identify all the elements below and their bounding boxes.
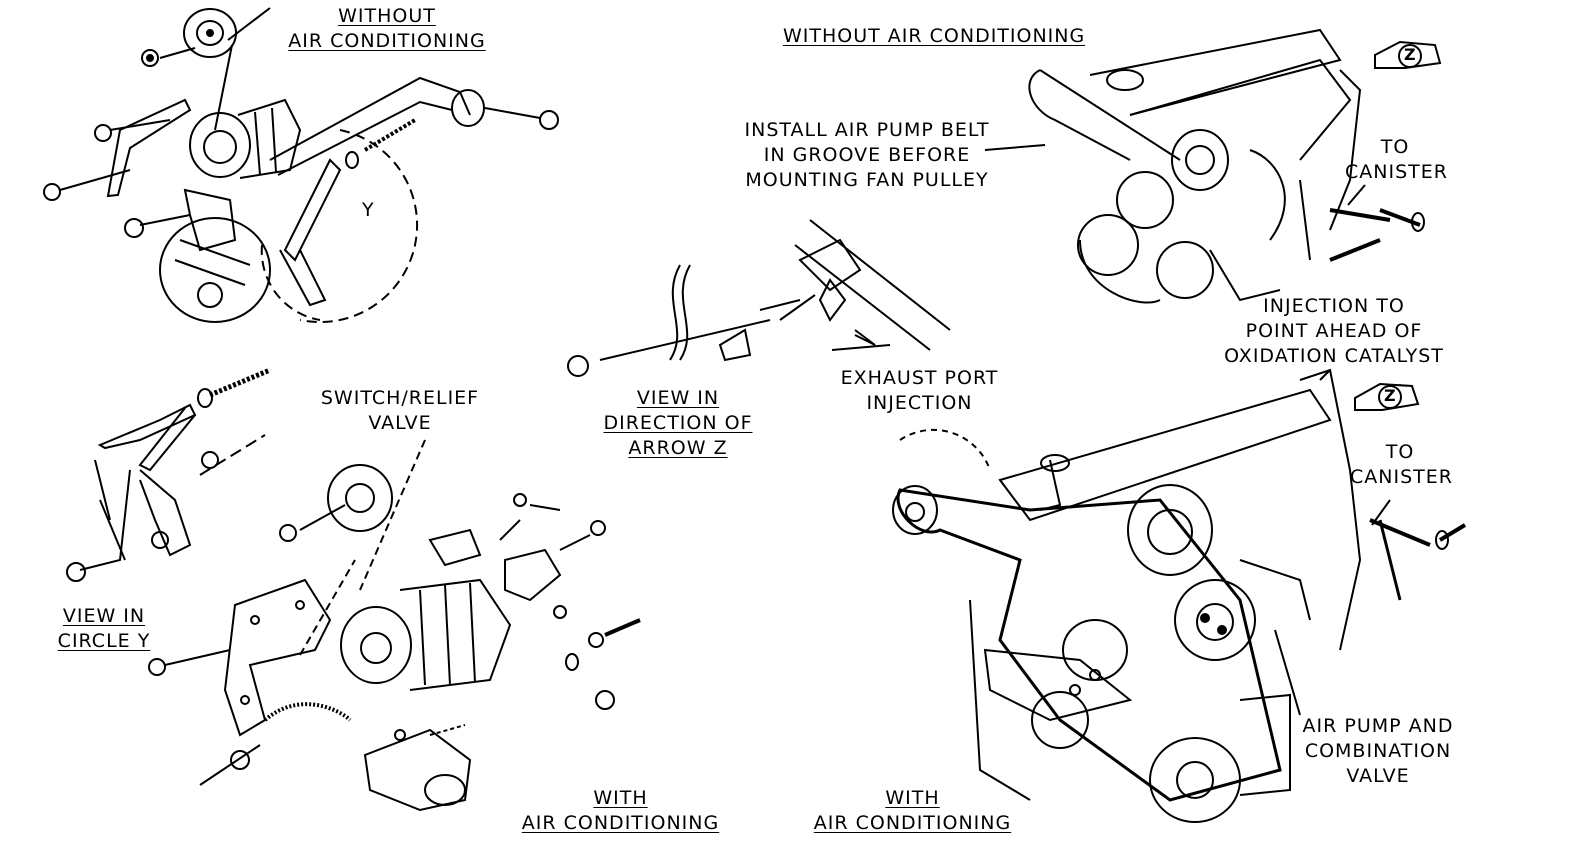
label-line: VIEW IN	[636, 387, 720, 409]
label-line: WITH	[885, 787, 940, 809]
label-line: WITHOUT	[338, 5, 436, 27]
air-pump-body	[189, 112, 251, 178]
with-ac-pump	[340, 606, 412, 684]
label-line: POINT AHEAD OF	[1245, 320, 1423, 342]
label-line: INSTALL AIR PUMP BELT	[744, 119, 990, 141]
label-switch-relief-valve: SWITCH/RELIEF VALVE	[315, 386, 485, 436]
air-pump-pulley-bottom	[1174, 579, 1256, 661]
top-right-engine	[1028, 28, 1442, 304]
pump-pulley-top-right	[1171, 129, 1229, 191]
crank-pulley	[1149, 737, 1241, 823]
arrow-z-bottom-letter: Z	[1384, 386, 1396, 405]
with-ac-pulley	[327, 464, 393, 532]
leader-lines	[854, 144, 1391, 716]
label-line: CANISTER	[1350, 466, 1453, 488]
label-line: ARROW Z	[628, 437, 728, 459]
circle-y-outline	[299, 129, 419, 324]
label-line: DIRECTION OF	[603, 412, 753, 434]
mounting-plate	[223, 578, 332, 737]
label-line: CANISTER	[1345, 161, 1448, 183]
arrow-z-bottom	[1354, 382, 1420, 411]
fan-pulley	[892, 485, 938, 535]
label-air-pump-combination-valve: AIR PUMP AND COMBINATION VALVE	[1290, 714, 1466, 789]
label-line: IN GROOVE BEFORE	[763, 144, 971, 166]
label-without-ac-top-right: WITHOUT AIR CONDITIONING	[783, 25, 1086, 47]
label-line: TO	[1380, 136, 1410, 158]
air-manifold-tube	[269, 76, 471, 176]
label-line: WITH	[593, 787, 648, 809]
arrow-z-view	[567, 219, 951, 377]
label-line: EXHAUST PORT	[840, 367, 999, 389]
label-line: CIRCLE Y	[57, 630, 151, 652]
label-with-ac-left: WITH AIR CONDITIONING	[508, 786, 733, 836]
label-without-ac-top-left: WITHOUT AIR CONDITIONING	[282, 4, 492, 54]
label-line: MOUNTING FAN PULLEY	[745, 169, 989, 191]
label-exhaust-port-injection: EXHAUST PORT INJECTION	[832, 366, 1007, 416]
circle-y-detail	[66, 367, 271, 582]
label-line: VALVE	[368, 412, 432, 434]
ac-compressor-pulley	[1127, 484, 1213, 576]
label-line: TO	[1385, 441, 1415, 463]
top-left-pump-assembly	[43, 7, 559, 324]
label-to-canister-top: TO CANISTER	[1345, 135, 1448, 185]
switch-relief-valve-part	[504, 548, 562, 602]
callout-y: Y	[362, 199, 375, 221]
arrow-z-top-letter: Z	[1404, 45, 1416, 64]
bottom-left-pump-assembly	[148, 439, 641, 812]
label-line: AIR PUMP AND	[1302, 715, 1454, 737]
label-line: VALVE	[1346, 765, 1410, 787]
label-line: SWITCH/RELIEF	[320, 387, 480, 409]
label-line: INJECTION	[866, 392, 973, 414]
label-line: AIR CONDITIONING	[288, 30, 486, 52]
exhaust-port-tube	[818, 278, 847, 322]
label-to-canister-bottom: TO CANISTER	[1350, 440, 1453, 490]
label-view-arrow-z: VIEW IN DIRECTION OF ARROW Z	[594, 386, 762, 461]
label-injection-point: INJECTION TO POINT AHEAD OF OXIDATION CA…	[1210, 294, 1458, 369]
fan-belt-bottom	[896, 488, 1282, 802]
label-install-air-pump-belt: INSTALL AIR PUMP BELT IN GROOVE BEFORE M…	[726, 118, 1008, 193]
bottom-right-engine	[892, 368, 1467, 823]
label-line: AIR CONDITIONING	[521, 812, 720, 834]
adjusting-bracket	[106, 98, 192, 198]
label-line: INJECTION TO	[1263, 295, 1405, 317]
label-view-circle-y: VIEW IN CIRCLE Y	[50, 604, 158, 654]
label-line: OXIDATION CATALYST	[1224, 345, 1444, 367]
arrow-z-top	[1374, 40, 1442, 69]
label-line: COMBINATION	[1304, 740, 1452, 762]
with-ac-belt	[263, 702, 352, 722]
label-line: VIEW IN	[62, 605, 146, 627]
label-with-ac-right: WITH AIR CONDITIONING	[800, 786, 1025, 836]
fan-belt-top	[1028, 69, 1181, 161]
lower-housing	[159, 217, 271, 323]
label-line: AIR CONDITIONING	[813, 812, 1012, 834]
